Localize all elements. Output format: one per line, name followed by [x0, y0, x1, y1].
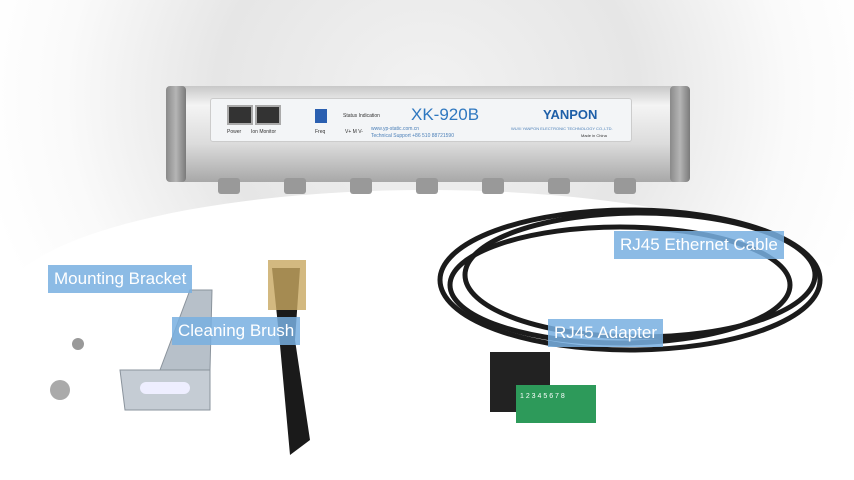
status-label: Status Indication	[343, 113, 380, 119]
power-label: Power	[227, 129, 242, 135]
end-cap-right	[670, 86, 690, 182]
ion-monitor-label: Ion Monitor	[251, 129, 277, 135]
ion-monitor-port	[255, 105, 281, 125]
end-cap-left	[166, 86, 186, 182]
support: Technical Support +86 510 88721590	[371, 133, 454, 139]
label-mounting-bracket: Mounting Bracket	[48, 265, 193, 293]
freq-label: Freq	[315, 129, 326, 135]
company: WUXI YANPON ELECTRONIC TECHNOLOGY CO.,LT…	[511, 126, 613, 131]
mounting-bracket	[50, 289, 213, 411]
freq-dial-icon	[315, 109, 327, 123]
emitter	[614, 178, 636, 194]
front-panel: Power Ion Monitor Freq Status Indication…	[210, 98, 632, 142]
power-port	[227, 105, 253, 125]
emitter	[218, 178, 240, 194]
label-ethernet-cable: RJ45 Ethernet Cable	[614, 231, 784, 259]
origin: Made in China	[581, 133, 607, 138]
brand-logo: YANPON	[543, 107, 598, 122]
emitter	[482, 178, 504, 194]
adapter-pin-numbers: 1 2 3 4 5 6 7 8	[520, 393, 565, 400]
cleaning-brush	[268, 260, 310, 455]
label-rj45-adapter: RJ45 Adapter	[548, 319, 664, 347]
emitter	[284, 178, 306, 194]
emitter	[350, 178, 372, 194]
ionizing-bar: Power Ion Monitor Freq Status Indication…	[166, 86, 690, 194]
rj45-adapter: 1 2 3 4 5 6 7 8	[490, 352, 596, 423]
vm-label: V+ M V-	[345, 129, 363, 135]
emitter	[416, 178, 438, 194]
model-name: XK-920B	[411, 105, 480, 124]
emitter	[548, 178, 570, 194]
website: www.yp-static.com.cn	[371, 126, 420, 132]
label-cleaning-brush: Cleaning Brush	[172, 317, 301, 345]
